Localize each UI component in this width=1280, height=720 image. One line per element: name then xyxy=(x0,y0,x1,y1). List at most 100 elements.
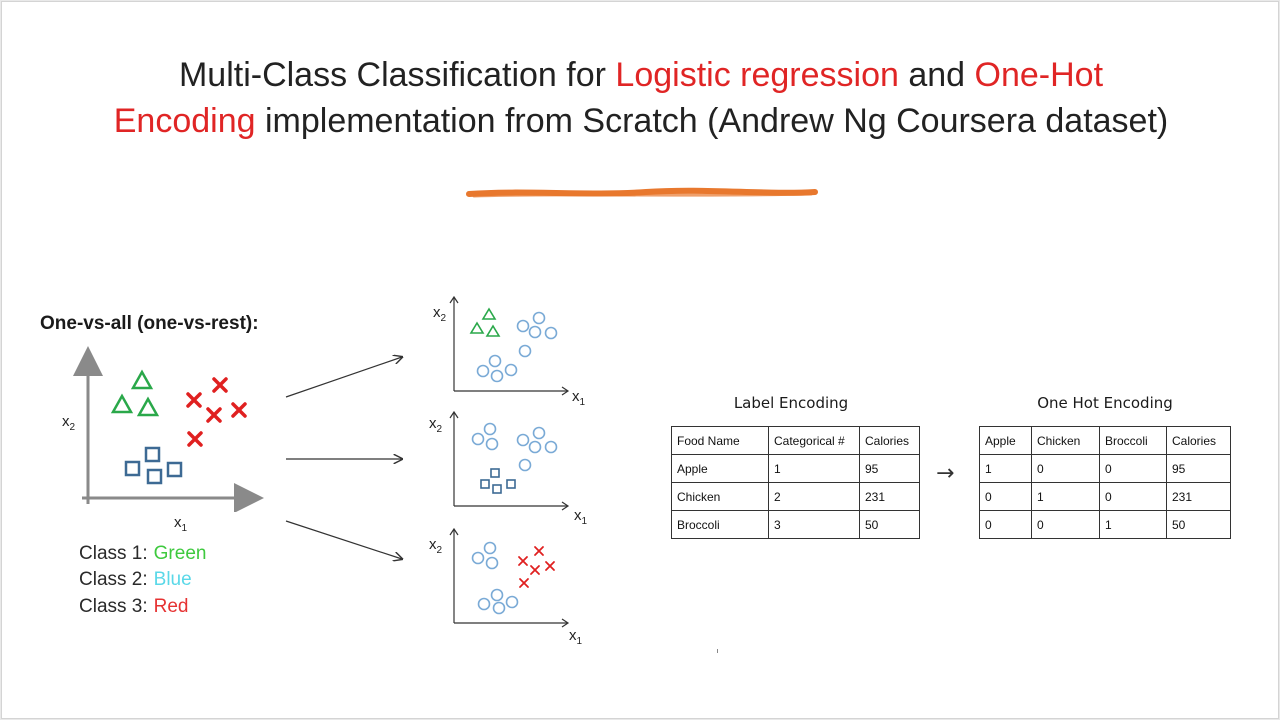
table-cell: 50 xyxy=(1166,510,1231,539)
title-highlight-one-hot-encoding: One-Hot Encoding xyxy=(113,56,1104,140)
title-highlight-logistic-regression: Logistic regression xyxy=(615,56,899,94)
triangle-marker xyxy=(130,369,154,390)
plot3-y-axis-label: x2 xyxy=(429,536,443,556)
table-header-cell: Food Name xyxy=(671,426,769,455)
cross-marker xyxy=(519,578,529,588)
circle-marker xyxy=(544,326,558,340)
circle-marker xyxy=(476,364,490,378)
legend-class-2-name: Blue xyxy=(153,569,192,590)
circle-marker xyxy=(518,344,532,358)
triangle-marker xyxy=(136,396,160,417)
x-axis-arrowhead xyxy=(561,618,570,628)
x-axis-arrowhead xyxy=(561,386,570,396)
triangle-marker xyxy=(485,324,501,337)
table-cell: 0 xyxy=(1099,482,1167,511)
blue-circles xyxy=(476,311,558,383)
cross-marker xyxy=(231,402,247,418)
table-header-cell: Calories xyxy=(859,426,920,455)
main-scatter-plot xyxy=(73,346,264,512)
cross-marker xyxy=(206,407,222,423)
plot1-y-axis-label: x2 xyxy=(433,304,447,324)
triangle-marker xyxy=(469,321,485,334)
cross-marker xyxy=(530,565,540,575)
square-marker xyxy=(124,460,141,477)
table-cell: 0 xyxy=(1031,510,1100,539)
green-triangles xyxy=(469,307,501,337)
plot2-x-axis-label: x1 xyxy=(574,507,588,527)
table-cell: 0 xyxy=(979,482,1032,511)
title-underline xyxy=(466,187,818,198)
legend-class-1: Class 1:Green xyxy=(79,543,206,565)
one-vs-all-heading: One-vs-all (one-vs-rest): xyxy=(40,313,259,334)
cross-marker xyxy=(518,556,528,566)
circle-marker xyxy=(516,319,530,333)
circle-marker xyxy=(518,458,532,472)
title-part-2: and xyxy=(898,56,975,94)
table-cell: 0 xyxy=(1031,454,1100,483)
circle-marker xyxy=(492,601,506,615)
circle-marker xyxy=(532,311,546,325)
label-encoding-caption: Label Encoding xyxy=(733,394,849,412)
square-marker xyxy=(144,446,161,463)
title-part-1: Multi-Class Classification for xyxy=(178,56,616,94)
legend-class-3-name: Red xyxy=(153,596,189,617)
right-arrow-icon: → xyxy=(936,461,955,486)
blue-squares xyxy=(124,446,183,485)
circle-marker xyxy=(485,437,499,451)
legend-class-2: Class 2:Blue xyxy=(79,569,192,591)
table-header-cell: Broccoli xyxy=(1099,426,1167,455)
legend-class-1-label: Class 1: xyxy=(79,543,148,564)
table-header-cell: Categorical # xyxy=(768,426,860,455)
legend-class-2-label: Class 2: xyxy=(79,569,148,590)
table-cell: 95 xyxy=(859,454,920,483)
main-y-axis-label: x2 xyxy=(62,413,76,433)
table-row: Apple 1 95 xyxy=(671,454,920,483)
plot2-y-axis-label: x2 xyxy=(429,415,443,435)
table-row: Broccoli 3 50 xyxy=(671,510,920,539)
circle-marker xyxy=(485,556,499,570)
legend-class-1-name: Green xyxy=(153,543,207,564)
cross-marker xyxy=(187,431,203,447)
triangle-marker xyxy=(110,393,134,414)
square-marker xyxy=(490,468,500,478)
binary-plot-green-vs-rest xyxy=(449,295,570,396)
cross-marker xyxy=(534,546,544,556)
circle-marker xyxy=(471,551,485,565)
circle-marker xyxy=(483,541,497,555)
plot1-x-axis-label: x1 xyxy=(572,388,586,408)
y-axis-arrowhead xyxy=(449,527,459,536)
square-marker xyxy=(506,479,516,489)
blue-circles xyxy=(471,422,558,472)
table-header-row: Apple Chicken Broccoli Calories xyxy=(979,426,1231,455)
connector-arrows xyxy=(285,347,412,567)
table-row: 0 0 1 50 xyxy=(979,510,1231,539)
table-row: 1 0 0 95 xyxy=(979,454,1231,483)
title-part-3: implementation from Scratch (Andrew Ng C… xyxy=(255,102,1169,140)
blue-circles xyxy=(471,541,519,615)
y-axis-arrowhead xyxy=(449,295,459,304)
slide-title: Multi-Class Classification for Logistic … xyxy=(112,52,1170,144)
table-header-cell: Chicken xyxy=(1031,426,1100,455)
main-x-axis-label: x1 xyxy=(174,514,188,534)
triangle-marker xyxy=(481,307,497,320)
cross-marker xyxy=(545,561,555,571)
circle-marker xyxy=(528,325,542,339)
table-cell: Broccoli xyxy=(671,510,769,539)
table-cell: 3 xyxy=(768,510,860,539)
table-cell: 0 xyxy=(1099,454,1167,483)
table-cell: 0 xyxy=(979,510,1032,539)
y-axis-arrowhead xyxy=(449,410,459,419)
table-cell: 1 xyxy=(1099,510,1167,539)
circle-marker xyxy=(490,588,504,602)
table-cell: Chicken xyxy=(671,482,769,511)
table-row: 0 1 0 231 xyxy=(979,482,1231,511)
circle-marker xyxy=(505,595,519,609)
legend-class-3-label: Class 3: xyxy=(79,596,148,617)
table-cell: 95 xyxy=(1166,454,1231,483)
table-cell: 50 xyxy=(859,510,920,539)
table-cell: 1 xyxy=(768,454,860,483)
red-crosses xyxy=(518,546,555,588)
square-marker xyxy=(146,468,163,485)
plot3-x-axis-label: x1 xyxy=(569,627,583,647)
circle-marker xyxy=(488,354,502,368)
